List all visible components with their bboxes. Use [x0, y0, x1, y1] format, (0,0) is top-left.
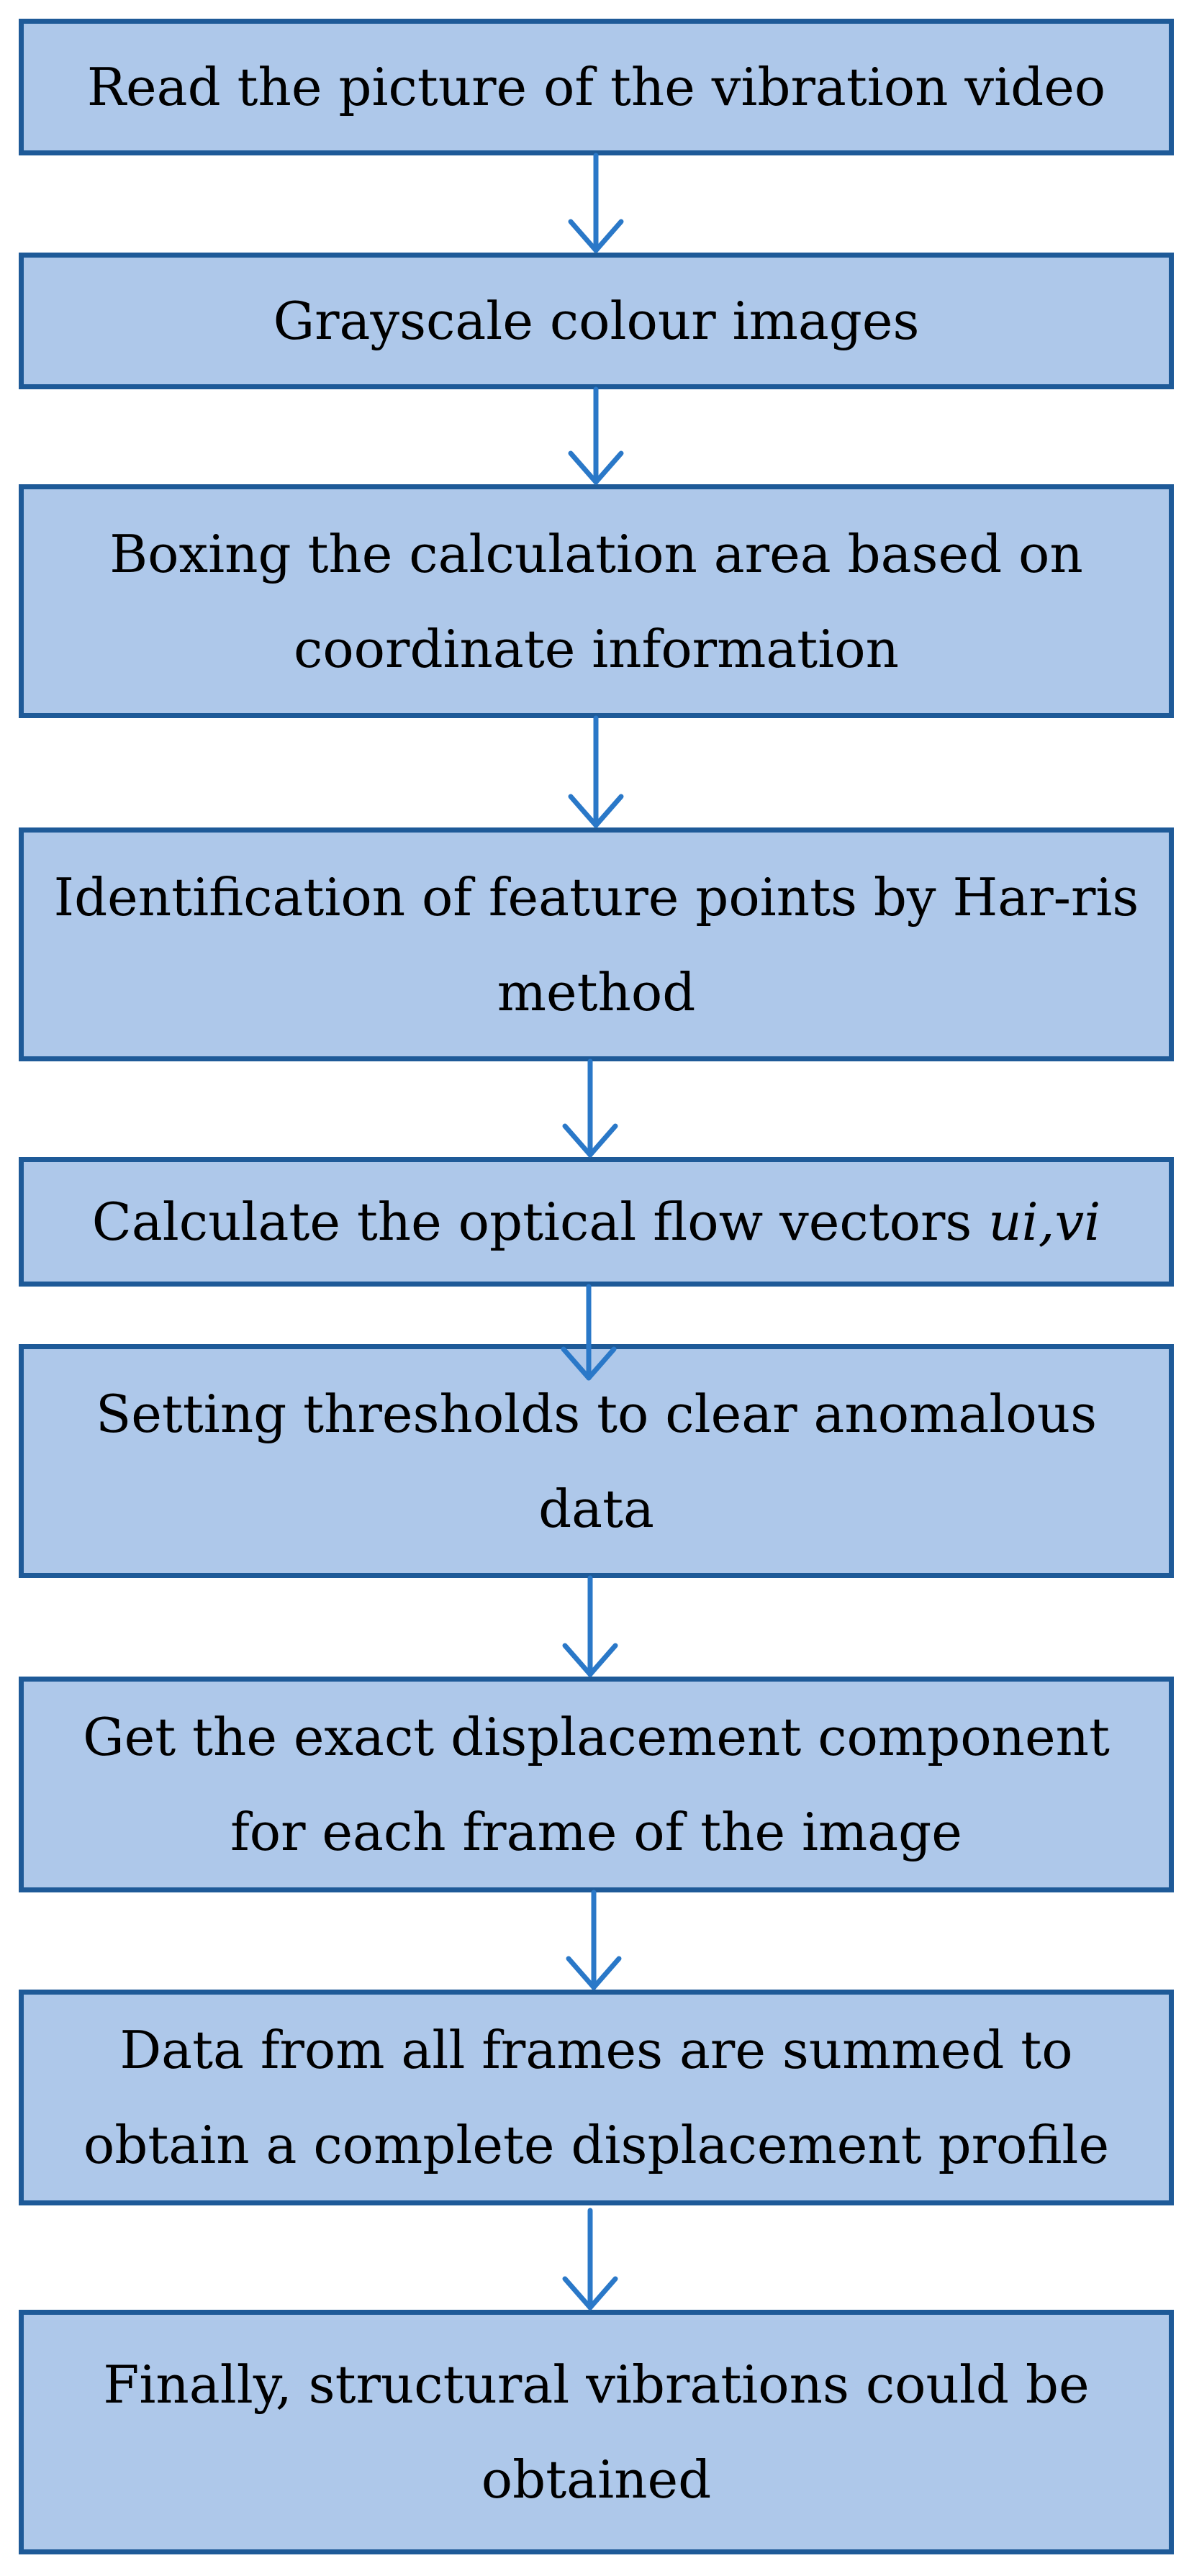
- step-1-box: Read the picture of the vibration video: [19, 19, 1174, 155]
- step-9-label: Finally, structural vibrations could be …: [103, 2354, 1090, 2510]
- step-3-label: Boxing the calculation area based on coo…: [109, 523, 1083, 679]
- arrow-1-to-2: [568, 153, 624, 253]
- step-6-box: Setting thresholds to clear anomalous da…: [19, 1344, 1174, 1578]
- step-2-label: Grayscale colour images: [273, 291, 920, 351]
- step-6-label: Setting thresholds to clear anomalous da…: [95, 1383, 1098, 1539]
- step-5-math: ui,vi: [988, 1192, 1101, 1252]
- step-2-box: Grayscale colour images: [19, 253, 1174, 389]
- arrow-4-to-5: [562, 1058, 618, 1158]
- step-5-label: Calculate the optical flow vectors ui,vi: [92, 1174, 1101, 1269]
- arrow-8-to-9: [562, 2208, 618, 2310]
- step-9-box: Finally, structural vibrations could be …: [19, 2310, 1174, 2554]
- step-4-label: Identification of feature points by Har-…: [53, 866, 1139, 1022]
- step-8-label: Data from all frames are summed to obtai…: [83, 2020, 1110, 2175]
- arrow-7-to-8: [566, 1890, 622, 1990]
- step-1-label: Read the picture of the vibration video: [86, 57, 1106, 117]
- arrow-3-to-4: [568, 715, 624, 828]
- step-8-box: Data from all frames are summed to obtai…: [19, 1990, 1174, 2205]
- step-7-label: Get the exact displacement component for…: [83, 1707, 1110, 1862]
- arrow-2-to-3: [568, 386, 624, 485]
- arrow-6-to-7: [562, 1575, 618, 1677]
- step-5-text: Calculate the optical flow vectors: [91, 1192, 989, 1252]
- step-4-box: Identification of feature points by Har-…: [19, 827, 1174, 1061]
- step-7-box: Get the exact displacement component for…: [19, 1677, 1174, 1892]
- step-5-box: Calculate the optical flow vectors ui,vi: [19, 1157, 1174, 1287]
- step-3-box: Boxing the calculation area based on coo…: [19, 484, 1174, 718]
